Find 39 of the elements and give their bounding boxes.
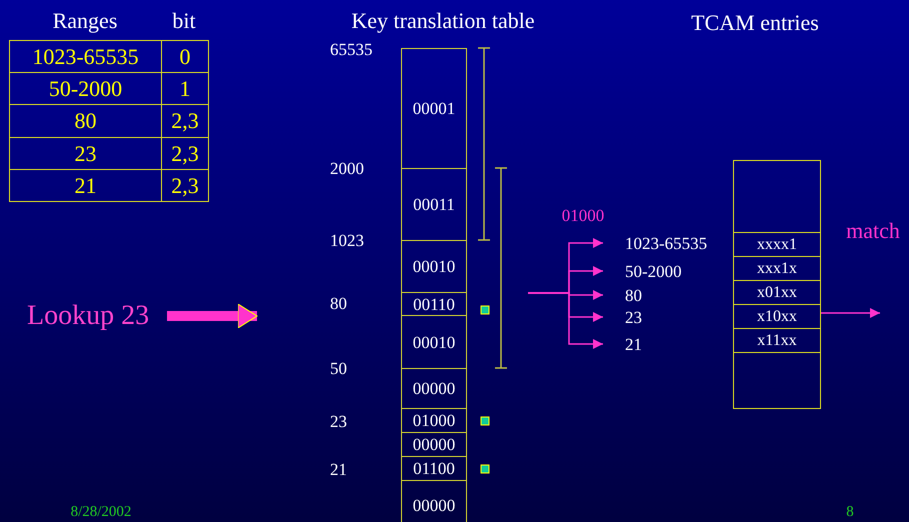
key-segment: 00110 <box>401 292 467 316</box>
footer-date: 8/28/2002 <box>70 504 132 521</box>
key-segment: 00011 <box>401 168 467 241</box>
key-segment: 00010 <box>401 240 467 293</box>
key-segment: 00001 <box>401 48 467 169</box>
column-header: bit <box>171 8 197 34</box>
page-number: 8 <box>845 504 855 521</box>
section-title: Key translation table <box>350 8 536 34</box>
table-cell: 2,3 <box>161 169 209 202</box>
tcam-table <box>733 160 821 409</box>
key-segment: 00000 <box>401 368 467 409</box>
table-cell: 0 <box>161 40 209 73</box>
axis-value: 65535 <box>330 40 374 58</box>
range-label: 21 <box>603 334 733 354</box>
axis-value: 1023 <box>330 231 365 249</box>
match-label: match <box>845 218 901 244</box>
arrow <box>167 304 258 328</box>
key-segment: 01100 <box>401 456 467 481</box>
axis-value: 80 <box>330 294 348 312</box>
axis-value: 50 <box>330 359 348 377</box>
range-label: 1023-65535 <box>603 233 733 253</box>
section-title: TCAM entries <box>690 10 820 36</box>
axis-value: 2000 <box>330 159 365 177</box>
lookup-label: Lookup 23 <box>27 298 167 334</box>
key-segment: 00000 <box>401 480 467 522</box>
column-header: Ranges <box>52 8 118 34</box>
table-cell: 1023-65535 <box>9 40 162 73</box>
key-segment: 00000 <box>401 432 467 457</box>
key-value: 01000 <box>560 206 606 224</box>
axis-value: 23 <box>330 412 348 430</box>
arrow <box>821 308 880 318</box>
range-label: 50-2000 <box>603 261 733 281</box>
range-label: 80 <box>603 285 733 305</box>
key-segment: 01000 <box>401 408 467 433</box>
arrow <box>528 292 603 349</box>
axis-value: 21 <box>330 460 348 478</box>
table-cell: 21 <box>9 169 162 202</box>
key-segment: 00010 <box>401 315 467 369</box>
range-label: 23 <box>603 307 733 327</box>
